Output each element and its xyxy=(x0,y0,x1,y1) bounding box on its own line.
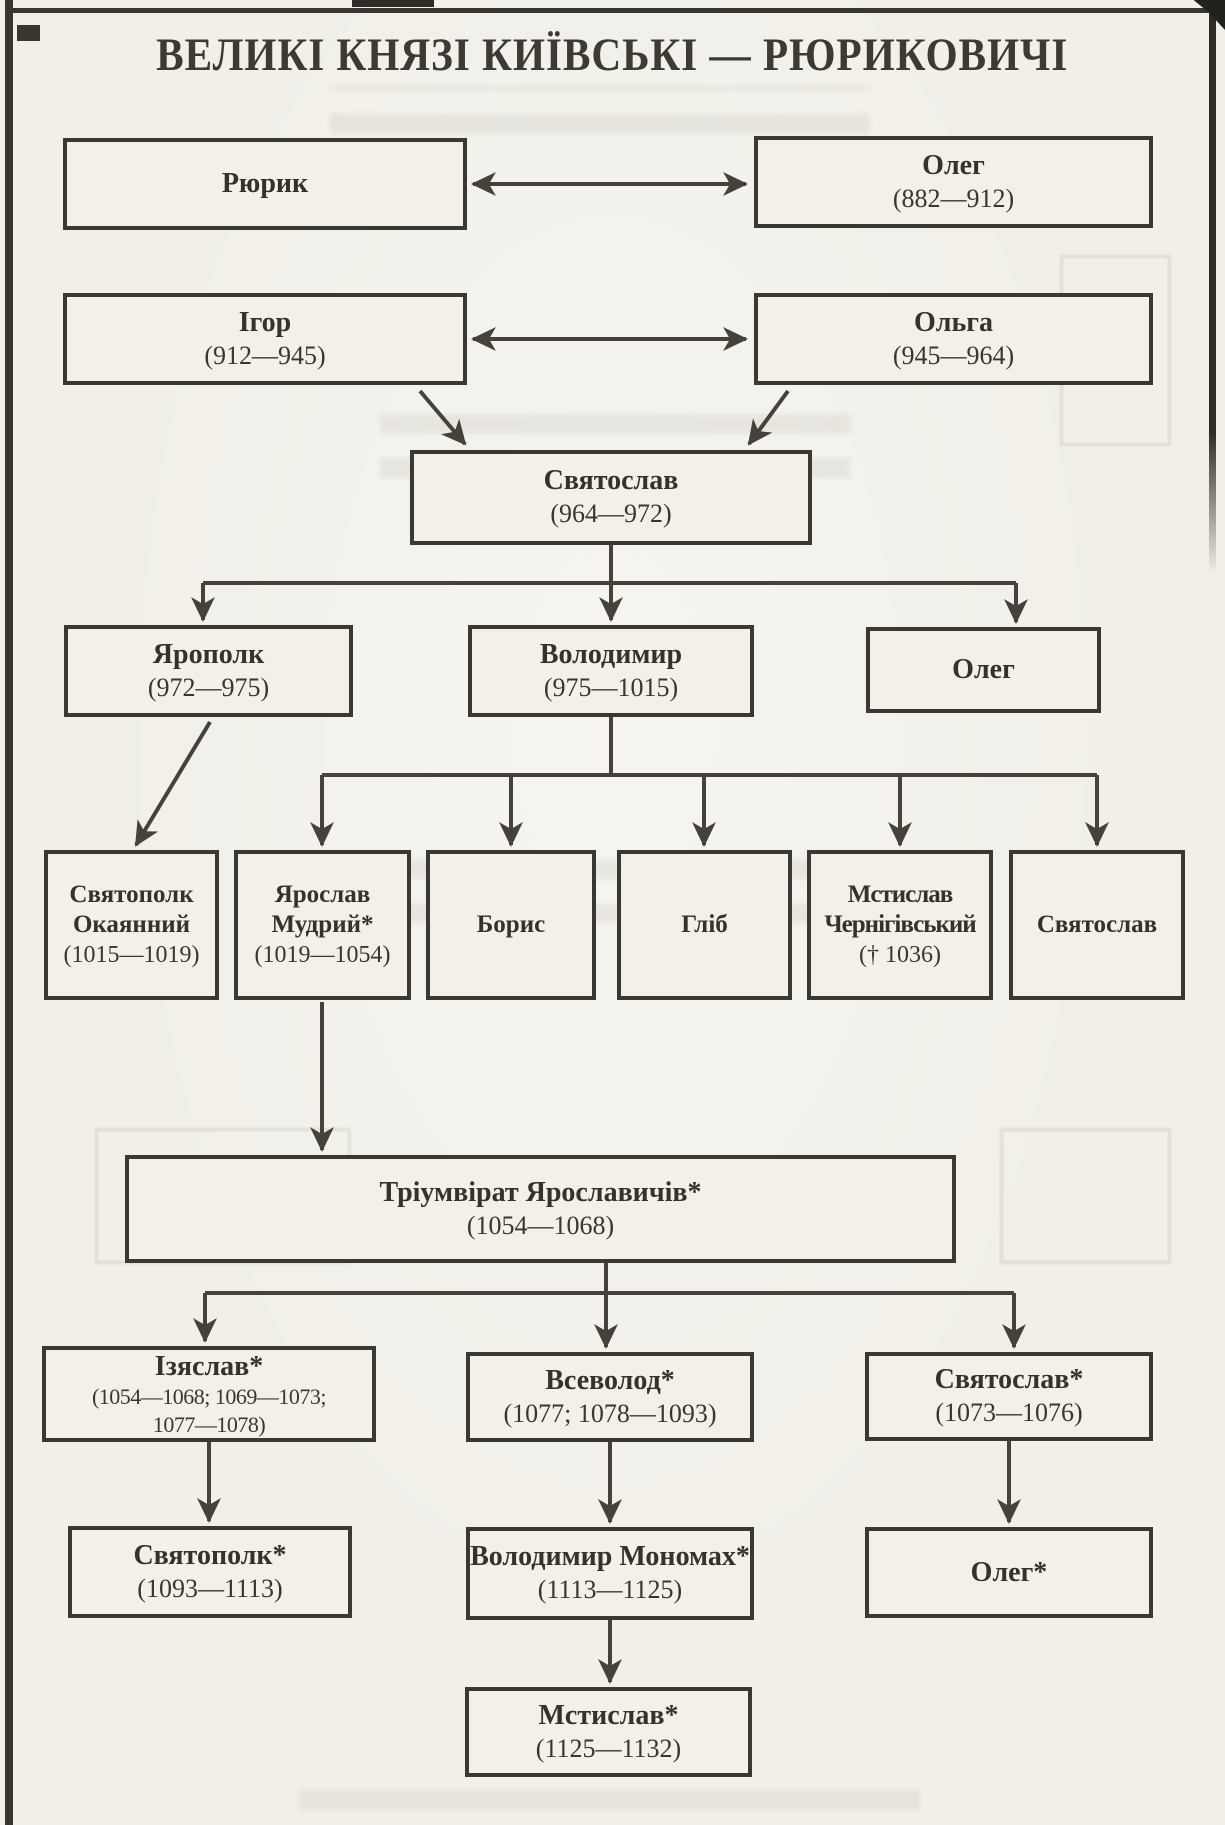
reign-dates: (912—945) xyxy=(204,340,326,370)
node-oleh-zirka: Олег* xyxy=(865,1527,1153,1618)
prince-name: Святополк xyxy=(69,881,194,908)
prince-name: Олег xyxy=(952,654,1015,686)
page-title-text: ВЕЛИКІ КНЯЗІ КИЇВСЬКІ — РЮРИКОВИЧІ xyxy=(156,29,1069,81)
node-olha: Ольга(945—964) xyxy=(754,293,1153,385)
bleedthrough-artifact xyxy=(300,1782,920,1822)
reign-dates: (1077; 1078—1093) xyxy=(503,1398,717,1428)
node-sviatopolk-1093: Святополк*(1093—1113) xyxy=(68,1526,352,1618)
prince-name: Святослав* xyxy=(934,1364,1084,1396)
node-oleh-kniaz: Олег xyxy=(866,627,1101,713)
node-rurik: Рюрик xyxy=(63,138,467,230)
node-sviatoslav-brat: Святослав xyxy=(1009,850,1185,1000)
prince-name: Мстислав* xyxy=(538,1699,679,1731)
prince-name: Рюрик xyxy=(221,168,309,200)
prince-name: Святослав xyxy=(1036,911,1158,938)
reign-dates: (1093—1113) xyxy=(137,1573,283,1603)
node-hlib: Гліб xyxy=(617,850,792,1000)
prince-name: Святослав xyxy=(543,465,679,497)
prince-name: Окаянний xyxy=(72,911,191,938)
node-monomakh: Володимир Мономах*(1113—1125) xyxy=(466,1527,754,1620)
edge-olha-sviatoslav-964 xyxy=(747,389,790,446)
node-sviatoslav-964: Святослав(964—972) xyxy=(410,450,812,545)
prince-name: Ігор xyxy=(238,306,292,338)
node-sviatoslav-1073: Святослав*(1073—1076) xyxy=(865,1352,1153,1441)
prince-name: Чернігівський xyxy=(824,911,976,938)
page-title: ВЕЛИКІ КНЯЗІ КИЇВСЬКІ — РЮРИКОВИЧІ xyxy=(0,28,1225,82)
node-mstyslav: Мстислав*(1125—1132) xyxy=(465,1687,752,1777)
reign-dates: (1019—1054) xyxy=(254,942,391,968)
bleedthrough-artifact xyxy=(1000,1128,1171,1264)
node-iziaslav: Ізяслав*(1054—1068; 1069—1073;1077—1078) xyxy=(42,1346,376,1442)
reign-dates: (1054—1068) xyxy=(466,1210,615,1240)
reign-dates: (1015—1019) xyxy=(63,942,200,968)
reign-dates: (1125—1132) xyxy=(535,1733,682,1763)
reign-dates: († 1036) xyxy=(859,942,941,968)
prince-name: Ярослав xyxy=(274,881,371,908)
prince-name: Володимир Мономах* xyxy=(470,1541,750,1573)
page-edge-left xyxy=(5,0,13,1825)
prince-name: Тріумвірат Ярославичів* xyxy=(379,1176,702,1208)
prince-name: Святополк* xyxy=(133,1539,287,1571)
edge-yaropolk-sviatopolk-okaiannyi xyxy=(134,720,212,847)
prince-name: Володимир xyxy=(539,638,683,670)
reign-dates: (1054—1068; 1069—1073; xyxy=(91,1384,327,1410)
prince-name: Мудрий* xyxy=(271,911,374,938)
node-vsevolod: Всеволод*(1077; 1078—1093) xyxy=(466,1352,754,1442)
prince-name: Мстислав xyxy=(847,881,953,908)
prince-name: Ольга xyxy=(913,306,993,338)
prince-name: Олег xyxy=(922,149,985,181)
prince-name: Ізяслав* xyxy=(154,1350,264,1382)
node-ihor: Ігор(912—945) xyxy=(63,293,467,385)
reign-dates: (1113—1125) xyxy=(537,1575,683,1605)
prince-name: Всеволод* xyxy=(545,1364,675,1396)
scan-smudge xyxy=(352,0,434,7)
reign-dates: (882—912) xyxy=(892,183,1015,213)
prince-name: Гліб xyxy=(681,911,728,938)
reign-dates: (975—1015) xyxy=(543,672,679,702)
edge-ihor-sviatoslav-964 xyxy=(418,389,467,446)
page-edge-right xyxy=(1209,0,1216,575)
reign-dates: (972—975) xyxy=(147,672,270,702)
reign-dates: (1073—1076) xyxy=(935,1398,1083,1428)
reign-dates: (945—964) xyxy=(892,340,1015,370)
page-edge-top xyxy=(5,8,1218,13)
node-borys: Борис xyxy=(426,850,596,1000)
node-volodymyr: Володимир(975—1015) xyxy=(468,625,754,717)
reign-dates: (964—972) xyxy=(550,499,672,529)
reign-dates: 1077—1078) xyxy=(152,1411,266,1437)
prince-name: Ярополк xyxy=(152,638,265,670)
prince-name: Олег* xyxy=(970,1556,1048,1588)
node-yaropolk: Ярополк(972—975) xyxy=(64,625,353,717)
scan-corner-mark-left xyxy=(17,25,40,41)
node-triumvirat: Тріумвірат Ярославичів*(1054—1068) xyxy=(125,1155,956,1263)
node-oleh-882: Олег(882—912) xyxy=(754,136,1153,228)
prince-name: Борис xyxy=(476,911,546,938)
